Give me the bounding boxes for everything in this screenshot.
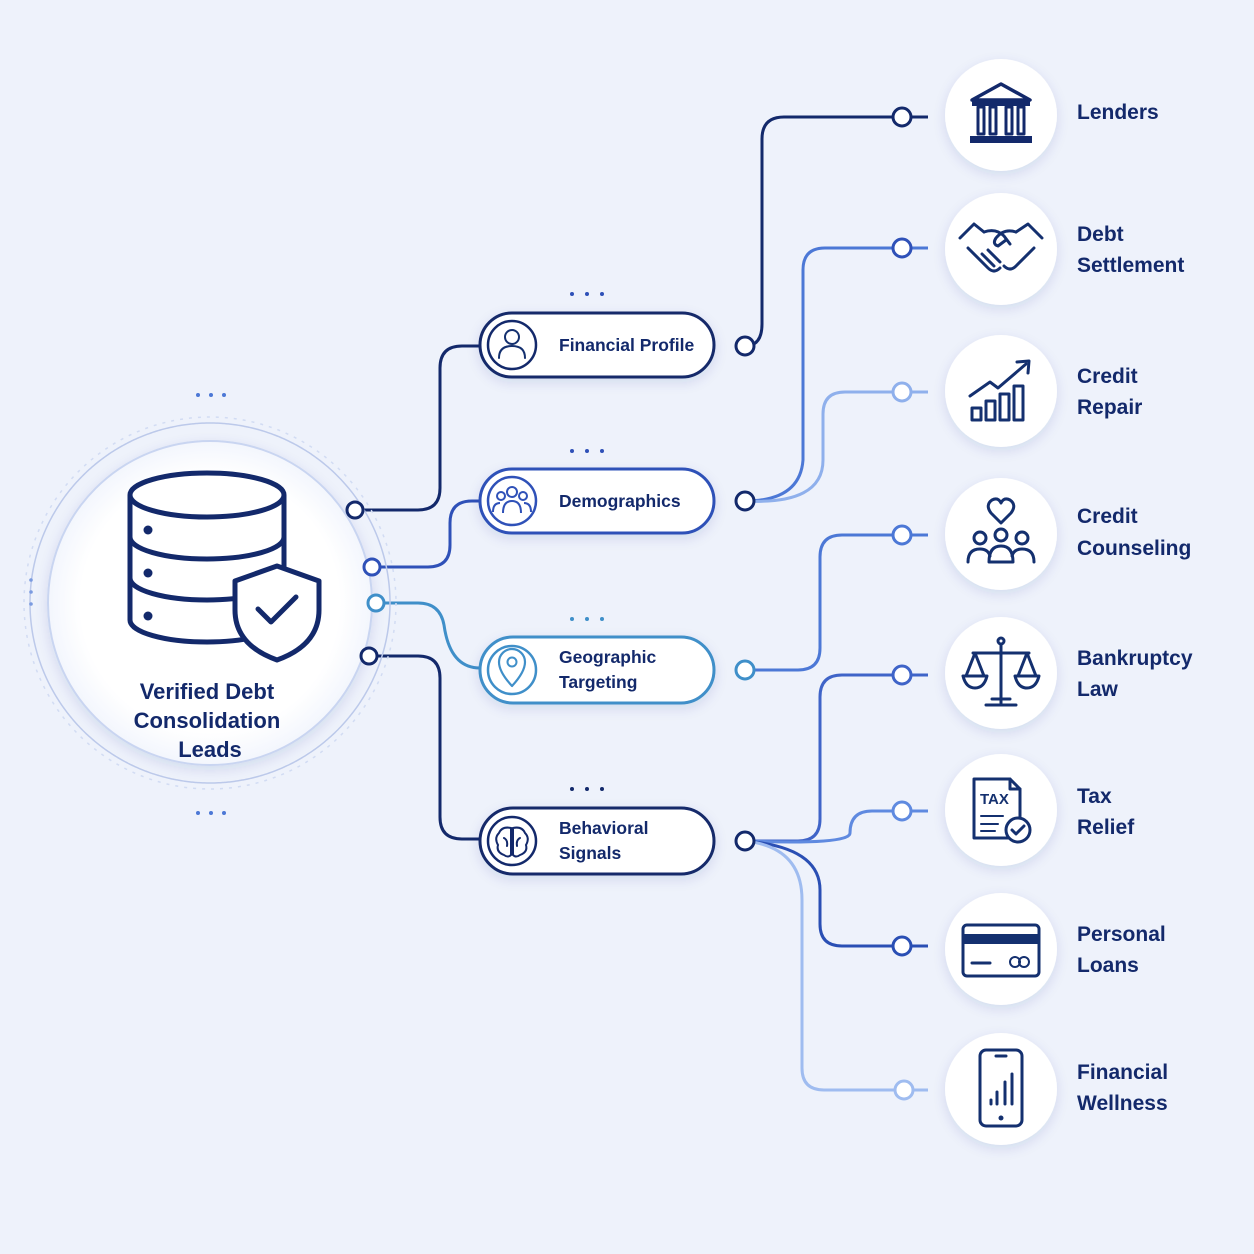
brain-icon (495, 826, 529, 858)
connector-behavioral-signals-tax-relief (744, 809, 928, 844)
destination-label: Credit Repair (1077, 365, 1144, 419)
destination-debt-settlement[interactable]: Debt Settlement (891, 193, 1184, 305)
family-heart-icon (966, 497, 1036, 564)
tax-icon-text: TAX (980, 791, 1009, 808)
category-financial-profile[interactable]: Financial Profile (478, 292, 756, 379)
destination-label: Financial Wellness (1077, 1061, 1174, 1115)
category-port[interactable] (734, 335, 756, 357)
category-label: Geographic Targeting (559, 647, 661, 692)
destination-label: Lenders (1077, 101, 1159, 124)
hub-port-behavioral-signals[interactable] (359, 646, 379, 666)
category-port[interactable] (734, 659, 756, 681)
destination-nodes: Lenders Debt Settlement (891, 59, 1198, 1145)
database-shield-icon (127, 470, 322, 663)
connector-hub-behavioral-signals (369, 654, 480, 841)
map-pin-icon (497, 647, 527, 688)
category-ellipsis (570, 449, 604, 453)
destination-port[interactable] (891, 106, 913, 128)
hub-ellipsis-top (196, 393, 226, 397)
destination-credit-repair[interactable]: Credit Repair (891, 335, 1144, 447)
hub-dashed-ring (23, 416, 397, 790)
category-behavioral-signals[interactable]: Behavioral Signals (478, 787, 756, 876)
destination-port[interactable] (891, 524, 913, 546)
connector-hub-geographic-targeting (376, 601, 481, 670)
category-label: Demographics (559, 491, 681, 511)
category-label: Financial Profile (559, 335, 694, 355)
destination-label: Tax Relief (1077, 785, 1135, 839)
category-geographic-targeting[interactable]: Geographic Targeting (478, 617, 756, 705)
scales-icon (961, 636, 1041, 707)
destination-port[interactable] (891, 800, 913, 822)
destination-personal-loans[interactable]: Personal Loans (891, 893, 1172, 1005)
destination-label: Bankruptcy Law (1077, 647, 1198, 701)
destination-lenders[interactable]: Lenders (891, 59, 1159, 171)
hub-port-financial-profile[interactable] (345, 500, 365, 520)
tax-document-icon: TAX (972, 777, 1032, 844)
category-ellipsis (570, 617, 604, 621)
destination-label: Credit Counseling (1077, 505, 1191, 560)
category-nodes: Financial Profile Demographics (478, 292, 756, 876)
handshake-icon (958, 222, 1044, 273)
category-label: Behavioral Signals (559, 818, 653, 863)
connector-behavioral-signals-financial-wellness (744, 839, 928, 1092)
hub-ellipsis-left (29, 578, 33, 606)
growth-chart-icon (968, 359, 1031, 422)
destination-port[interactable] (891, 935, 913, 957)
hub-port-demographics[interactable] (362, 557, 382, 577)
destination-port[interactable] (891, 664, 913, 686)
destination-credit-counseling[interactable]: Credit Counseling (891, 478, 1191, 590)
hub-label-line-1: Verified Debt (140, 679, 275, 704)
hub-node: Verified Debt Consolidation Leads (23, 393, 397, 815)
connector-lines (355, 115, 928, 1092)
destination-port[interactable] (893, 1079, 915, 1101)
category-port[interactable] (734, 830, 756, 852)
connector-geographic-targeting-credit-counseling (745, 533, 928, 672)
hub-label-line-3: Leads (178, 737, 242, 762)
destination-port[interactable] (891, 237, 913, 259)
connector-hub-demographics (372, 499, 480, 569)
mobile-chart-icon (978, 1048, 1024, 1128)
category-ellipsis (570, 292, 604, 296)
destination-financial-wellness[interactable]: Financial Wellness (893, 1033, 1174, 1145)
destination-port[interactable] (891, 381, 913, 403)
connector-financial-profile-lenders (744, 115, 928, 348)
person-icon (498, 329, 526, 359)
connector-behavioral-signals-bankruptcy-law (745, 673, 928, 843)
category-port[interactable] (734, 490, 756, 512)
group-icon (492, 486, 532, 514)
destination-tax-relief[interactable]: TAX Tax Relief (891, 754, 1135, 866)
destination-label: Debt Settlement (1077, 223, 1184, 277)
connector-demographics-debt-settlement (744, 246, 928, 503)
category-demographics[interactable]: Demographics (478, 449, 756, 535)
destination-label: Personal Loans (1077, 923, 1172, 977)
connector-demographics-credit-repair (744, 390, 928, 503)
hub-ellipsis-bottom (196, 811, 226, 815)
connector-hub-financial-profile (355, 344, 480, 512)
credit-card-icon (961, 923, 1041, 978)
bank-icon (970, 82, 1032, 143)
hub-port-geographic-targeting[interactable] (366, 593, 386, 613)
hub-label: Verified Debt Consolidation Leads (134, 679, 287, 762)
connector-behavioral-signals-personal-loans (744, 839, 928, 948)
hub-label-line-2: Consolidation (134, 708, 281, 733)
category-ellipsis (570, 787, 604, 791)
destination-bankruptcy-law[interactable]: Bankruptcy Law (891, 617, 1198, 729)
